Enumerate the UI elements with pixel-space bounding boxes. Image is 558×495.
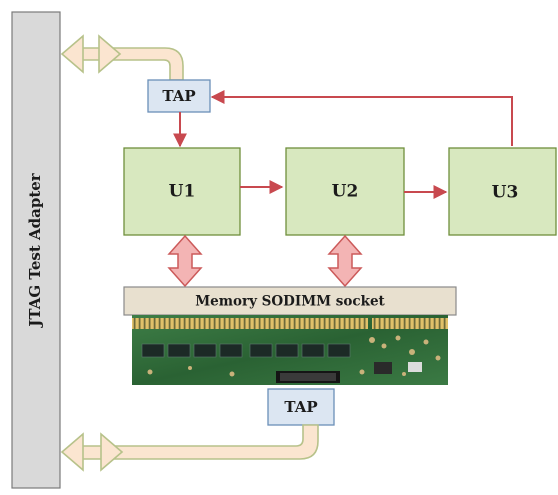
memory-sodimm-socket-label: Memory SODIMM socket <box>195 294 385 310</box>
unit-u2-label: U2 <box>332 182 359 202</box>
u2-socket-bus-arrow <box>327 234 363 288</box>
tap-bottom-label: TAP <box>284 398 317 416</box>
tap-bottom: TAP <box>267 388 335 426</box>
unit-u3: U3 <box>448 147 557 236</box>
u1-socket-bus-arrow <box>167 234 203 288</box>
jtag-bus-arrow-top <box>60 34 184 81</box>
tap-top-label: TAP <box>162 87 195 105</box>
jtag-test-adapter-label: JTAG Test Adapter <box>26 172 44 328</box>
tap-top: TAP <box>147 79 211 113</box>
memory-sodimm-socket: Memory SODIMM socket <box>123 286 457 316</box>
u3-to-tap-feedback-arrow <box>210 90 513 146</box>
unit-u2: U2 <box>285 147 405 236</box>
jtag-test-adapter: JTAG Test Adapter <box>11 11 61 489</box>
unit-u1: U1 <box>123 147 241 236</box>
jtag-bus-arrow-bottom <box>60 424 319 472</box>
unit-u1-label: U1 <box>169 182 196 202</box>
unit-u3-label: U3 <box>492 183 519 203</box>
pcb-memory-module-image <box>132 315 448 385</box>
